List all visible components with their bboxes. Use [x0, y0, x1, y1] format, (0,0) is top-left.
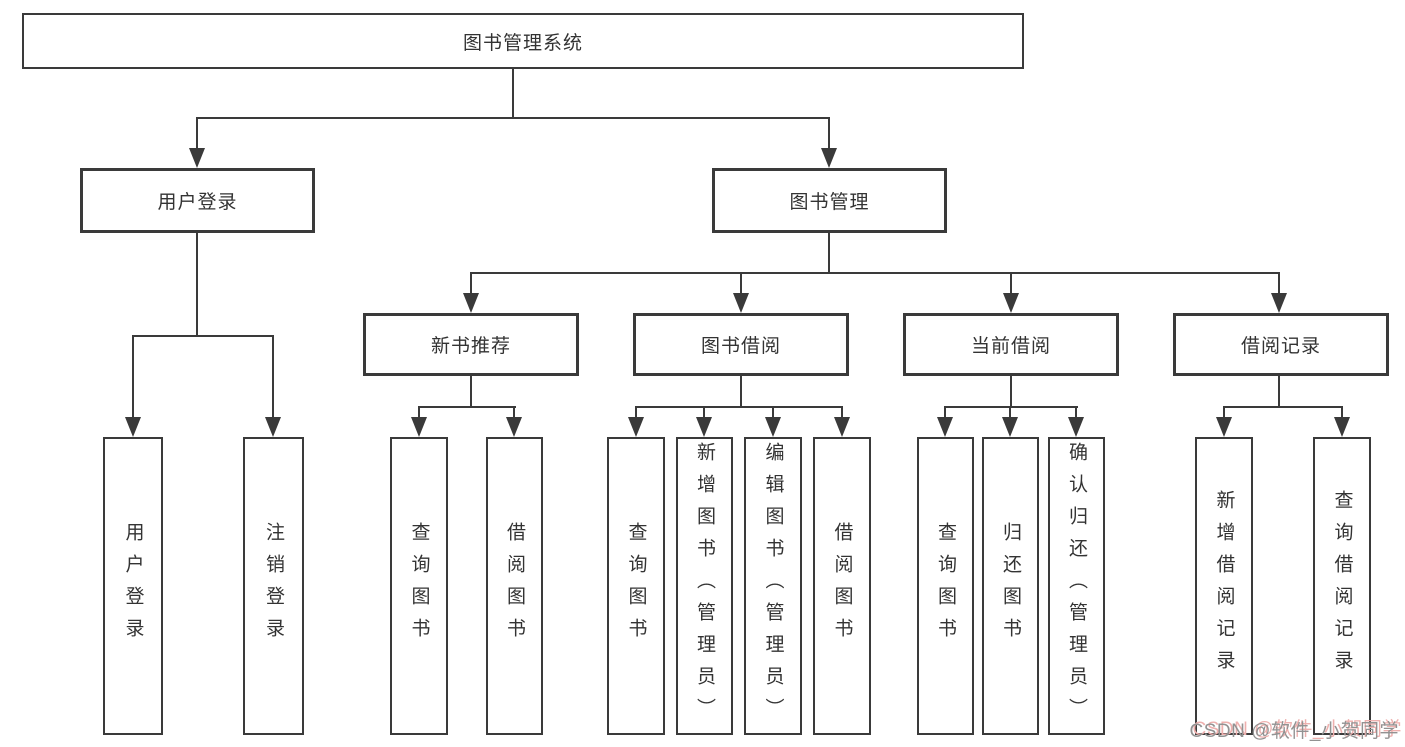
connector-line: [740, 376, 742, 407]
leaf-query-book-borrow: 查询图书: [607, 437, 665, 735]
connector-line: [1341, 406, 1343, 419]
csdn-watermark: CSDN @软件_小贺同学: [1189, 721, 1399, 742]
connector-line: [1223, 406, 1225, 419]
arrowhead-icon: [1334, 417, 1350, 437]
arrowhead-icon: [1271, 293, 1287, 313]
node-book-management: 图书管理: [712, 168, 947, 233]
arrowhead-icon: [1002, 417, 1018, 437]
arrowhead-icon: [1216, 417, 1232, 437]
leaf-add-borrow-record: 新增借阅记录: [1195, 437, 1253, 735]
arrowhead-icon: [1068, 417, 1084, 437]
arrowhead-icon: [765, 417, 781, 437]
arrowhead-icon: [733, 293, 749, 313]
node-user-login: 用户登录: [80, 168, 315, 233]
connector-line: [196, 117, 198, 150]
connector-line: [470, 376, 472, 407]
node-label: 用户登录: [157, 192, 238, 213]
node-new-book-recommend: 新书推荐: [363, 313, 579, 376]
connector-line: [635, 406, 843, 408]
connector-line: [828, 117, 830, 150]
arrowhead-icon: [125, 417, 141, 437]
connector-line: [132, 335, 134, 419]
leaf-label: 用户登录: [122, 522, 144, 650]
arrowhead-icon: [696, 417, 712, 437]
arrowhead-icon: [1003, 293, 1019, 313]
connector-line: [944, 406, 946, 419]
leaf-label: 编辑图书（管理员）: [762, 442, 784, 730]
connector-line: [512, 69, 514, 118]
connector-line: [418, 406, 516, 408]
connector-line: [828, 233, 830, 273]
leaf-label: 新增借阅记录: [1213, 490, 1235, 682]
node-root: 图书管理系统: [22, 13, 1024, 69]
leaf-return-book: 归还图书: [982, 437, 1039, 735]
connector-line: [703, 406, 705, 419]
connector-line: [272, 335, 274, 419]
leaf-query-book-newrec: 查询图书: [390, 437, 448, 735]
connector-line: [944, 406, 1078, 408]
node-label: 图书管理: [789, 192, 870, 213]
connector-line: [132, 335, 274, 337]
arrowhead-icon: [463, 293, 479, 313]
leaf-label: 注销登录: [263, 522, 284, 650]
leaf-label: 查询图书: [408, 522, 430, 650]
leaf-label: 借阅图书: [504, 522, 525, 650]
leaf-confirm-return-admin: 确认归还（管理员）: [1048, 437, 1105, 735]
connector-line: [841, 406, 843, 419]
connector-line: [1010, 272, 1012, 295]
node-label: 图书借阅: [700, 336, 781, 357]
arrowhead-icon: [937, 417, 953, 437]
connector-line: [635, 406, 637, 419]
connector-line: [513, 406, 515, 419]
leaf-label: 查询图书: [625, 522, 647, 650]
connector-line: [1075, 406, 1077, 419]
leaf-query-borrow-record: 查询借阅记录: [1313, 437, 1371, 735]
leaf-edit-book-admin: 编辑图书（管理员）: [744, 437, 802, 735]
connector-line: [196, 233, 198, 336]
leaf-label: 新增图书（管理员）: [694, 442, 715, 730]
node-label: 新书推荐: [430, 336, 511, 357]
node-borrow-record: 借阅记录: [1173, 313, 1389, 376]
leaf-borrow-book-newrec: 借阅图书: [486, 437, 543, 735]
arrowhead-icon: [834, 417, 850, 437]
leaf-label: 借阅图书: [831, 522, 853, 650]
leaf-logout: 注销登录: [243, 437, 304, 735]
arrowhead-icon: [189, 148, 205, 168]
node-label: 图书管理系统: [462, 32, 583, 54]
arrowhead-icon: [628, 417, 644, 437]
connector-line: [1223, 406, 1343, 408]
leaf-label: 查询图书: [935, 522, 956, 650]
leaf-user-login: 用户登录: [103, 437, 163, 735]
connector-line: [196, 117, 830, 119]
leaf-add-book-admin: 新增图书（管理员）: [676, 437, 733, 735]
connector-line: [418, 406, 420, 419]
connector-line: [470, 272, 1280, 274]
connector-line: [1009, 406, 1011, 419]
leaf-label: 归还图书: [1000, 522, 1021, 650]
node-book-borrow: 图书借阅: [633, 313, 849, 376]
connector-line: [772, 406, 774, 419]
leaf-label: 确认归还（管理员）: [1066, 442, 1087, 730]
connector-line: [1010, 376, 1012, 407]
arrowhead-icon: [265, 417, 281, 437]
connector-line: [470, 272, 472, 295]
node-label: 当前借阅: [970, 336, 1051, 357]
node-label: 借阅记录: [1240, 336, 1321, 357]
connector-line: [1278, 272, 1280, 295]
arrowhead-icon: [821, 148, 837, 168]
arrowhead-icon: [411, 417, 427, 437]
arrowhead-icon: [506, 417, 522, 437]
leaf-borrow-book: 借阅图书: [813, 437, 871, 735]
connector-line: [740, 272, 742, 295]
node-current-borrow: 当前借阅: [903, 313, 1119, 376]
leaf-label: 查询借阅记录: [1331, 490, 1353, 682]
connector-line: [1278, 376, 1280, 407]
leaf-query-book-current: 查询图书: [917, 437, 974, 735]
